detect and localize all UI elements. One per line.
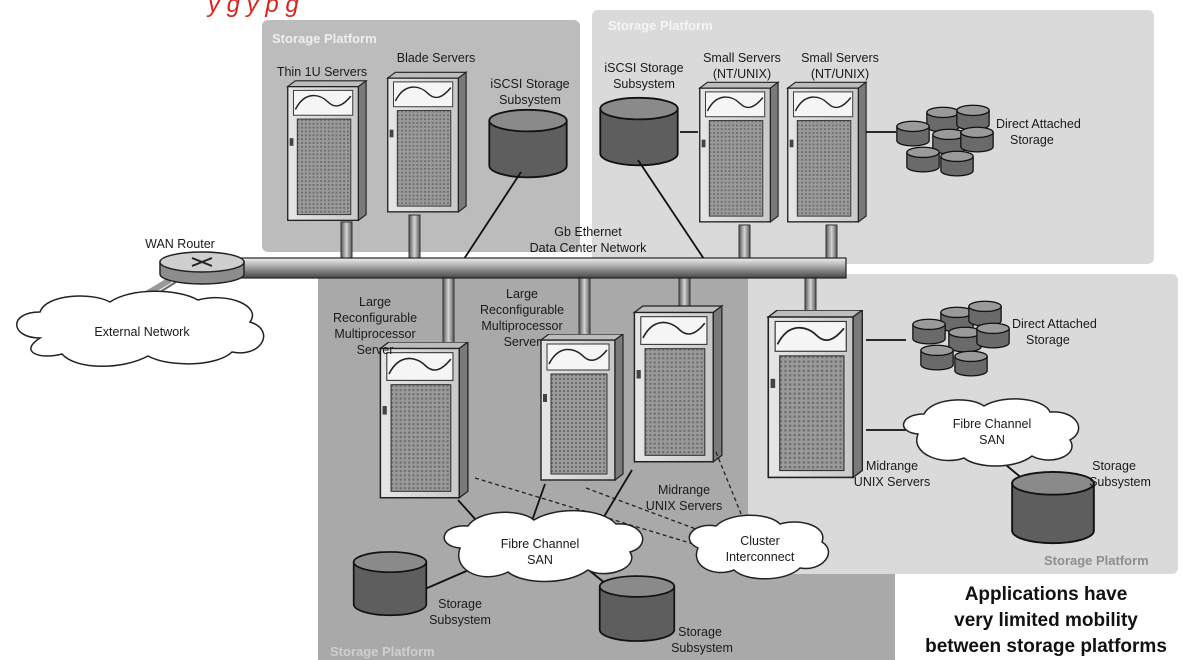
label-iscsi-b-2: Subsystem (613, 77, 675, 91)
midrange-server-2-icon (767, 310, 864, 479)
platform-label-3: Storage Platform (1044, 553, 1149, 568)
label-large-2-d: Server (504, 335, 541, 349)
label-das-1-a: Direct Attached (996, 117, 1081, 131)
label-fc-right-a: Fibre Channel (953, 417, 1032, 431)
storage-subsystem-left-icon (352, 551, 428, 617)
conclusion-line-2: very limited mobility (954, 610, 1138, 631)
conclusion-line-3: between storage platforms (925, 636, 1167, 657)
label-storage-center-a: Storage (678, 625, 722, 639)
platform-label-4: Storage Platform (330, 644, 435, 659)
storage-subsystem-right-icon (1011, 470, 1095, 545)
label-large-1-b: Reconfigurable (333, 311, 417, 325)
external-network-cloud (16, 290, 265, 367)
label-midrange-1-b: UNIX Servers (646, 499, 722, 513)
label-storage-right-b: Subsystem (1089, 475, 1151, 489)
label-fc-right-b: SAN (979, 433, 1005, 447)
label-das-2-b: Storage (1026, 333, 1070, 347)
label-midrange-2-b: UNIX Servers (854, 475, 930, 489)
iscsi-storage-b-icon (599, 96, 679, 167)
platform-label-1: Storage Platform (272, 31, 377, 46)
label-small-2-a: Small Servers (801, 51, 879, 65)
large-server-2-icon (540, 334, 624, 481)
iscsi-storage-a-icon (488, 108, 568, 179)
label-cluster-b: Interconnect (726, 550, 795, 564)
label-fc-center-a: Fibre Channel (501, 537, 580, 551)
label-storage-center-b: Subsystem (671, 641, 733, 655)
label-large-1-c: Multiprocessor (334, 327, 415, 341)
gb-ethernet-backbone (215, 257, 847, 279)
label-cluster-a: Cluster (740, 534, 780, 548)
small-server-1-icon (698, 81, 779, 223)
label-wan-router: WAN Router (145, 237, 215, 251)
label-small-1-a: Small Servers (703, 51, 781, 65)
label-storage-left-a: Storage (438, 597, 482, 611)
label-iscsi-a-2: Subsystem (499, 93, 561, 107)
storage-subsystem-center-icon (598, 575, 676, 642)
label-large-2-b: Reconfigurable (480, 303, 564, 317)
label-large-2-a: Large (506, 287, 538, 301)
label-network-1: Gb Ethernet (554, 225, 622, 239)
label-iscsi-b-1: iSCSI Storage (604, 61, 683, 75)
label-storage-left-b: Subsystem (429, 613, 491, 627)
wan-router-icon (159, 251, 245, 285)
label-iscsi-a-1: iSCSI Storage (490, 77, 569, 91)
label-thin-1u: Thin 1U Servers (277, 65, 367, 79)
label-small-1-b: (NT/UNIX) (713, 67, 771, 81)
label-small-2-b: (NT/UNIX) (811, 67, 869, 81)
label-large-1-a: Large (359, 295, 391, 309)
label-external-network: External Network (94, 325, 190, 339)
thin-1u-server-icon (287, 80, 367, 222)
label-storage-right-a: Storage (1092, 459, 1136, 473)
small-server-2-icon (786, 81, 867, 223)
conclusion-line-1: Applications have (965, 584, 1128, 605)
blade-server-icon (386, 71, 467, 213)
label-midrange-1-a: Midrange (658, 483, 710, 497)
label-network-2: Data Center Network (530, 241, 647, 255)
fibre-channel-right-cloud (902, 398, 1080, 467)
label-large-2-c: Multiprocessor (481, 319, 562, 333)
caption-fragment: y g y p g (206, 0, 299, 18)
fibre-channel-center-cloud (443, 510, 644, 583)
midrange-server-1-icon (633, 305, 723, 463)
label-fc-center-b: SAN (527, 553, 553, 567)
cluster-interconnect-cloud (688, 514, 830, 580)
platform-label-2: Storage Platform (608, 18, 713, 33)
large-server-1-icon (379, 342, 469, 499)
label-midrange-2-a: Midrange (866, 459, 918, 473)
label-das-2-a: Direct Attached (1012, 317, 1097, 331)
label-das-1-b: Storage (1010, 133, 1054, 147)
label-large-1-d: Server (357, 343, 394, 357)
label-blade: Blade Servers (397, 51, 476, 65)
